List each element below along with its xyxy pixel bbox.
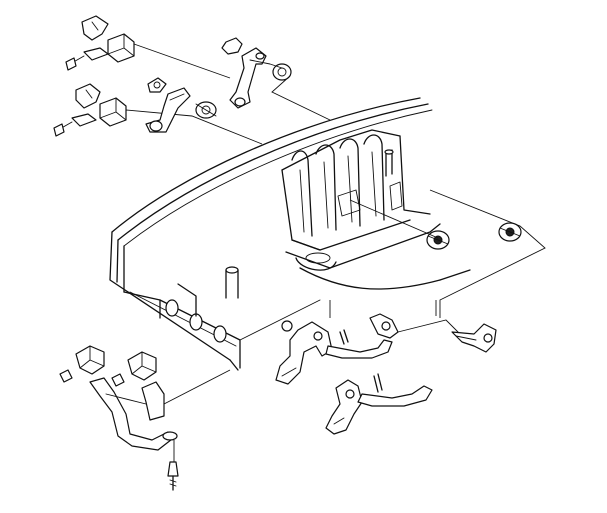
shift-link-rod <box>325 313 399 359</box>
lower-cable-clip <box>75 83 101 109</box>
left-mount-clips <box>59 345 157 387</box>
leader-center-bushing <box>349 199 439 239</box>
selector-lever <box>275 320 333 385</box>
frame-hole-3 <box>213 325 227 343</box>
upper-bushing-pair <box>221 37 292 81</box>
lower-link-rod <box>325 373 433 435</box>
leader-left-mount <box>163 369 231 405</box>
upper-cable-end <box>65 33 135 71</box>
leader-upper-lever <box>271 75 331 121</box>
leader-upper-cable <box>133 43 231 79</box>
lower-bushing <box>195 101 217 119</box>
left-mount-bracket <box>89 377 178 451</box>
mount-bolt <box>167 461 179 491</box>
housing-bushing-right <box>498 222 522 242</box>
leader-right-bushing <box>429 189 546 318</box>
shift-tower-housing <box>281 129 441 271</box>
lower-bracket <box>145 77 191 133</box>
upper-cable-clip <box>81 15 109 41</box>
leader-lower-cable <box>125 109 263 145</box>
upper-lever-arm <box>229 47 283 109</box>
main-housing-frame <box>109 97 471 371</box>
leader-link-rod <box>397 319 461 335</box>
right-link-arm <box>451 323 497 353</box>
frame-hole-1 <box>165 299 179 317</box>
lower-cable-end <box>53 97 127 137</box>
housing-bushing-center <box>426 230 450 250</box>
